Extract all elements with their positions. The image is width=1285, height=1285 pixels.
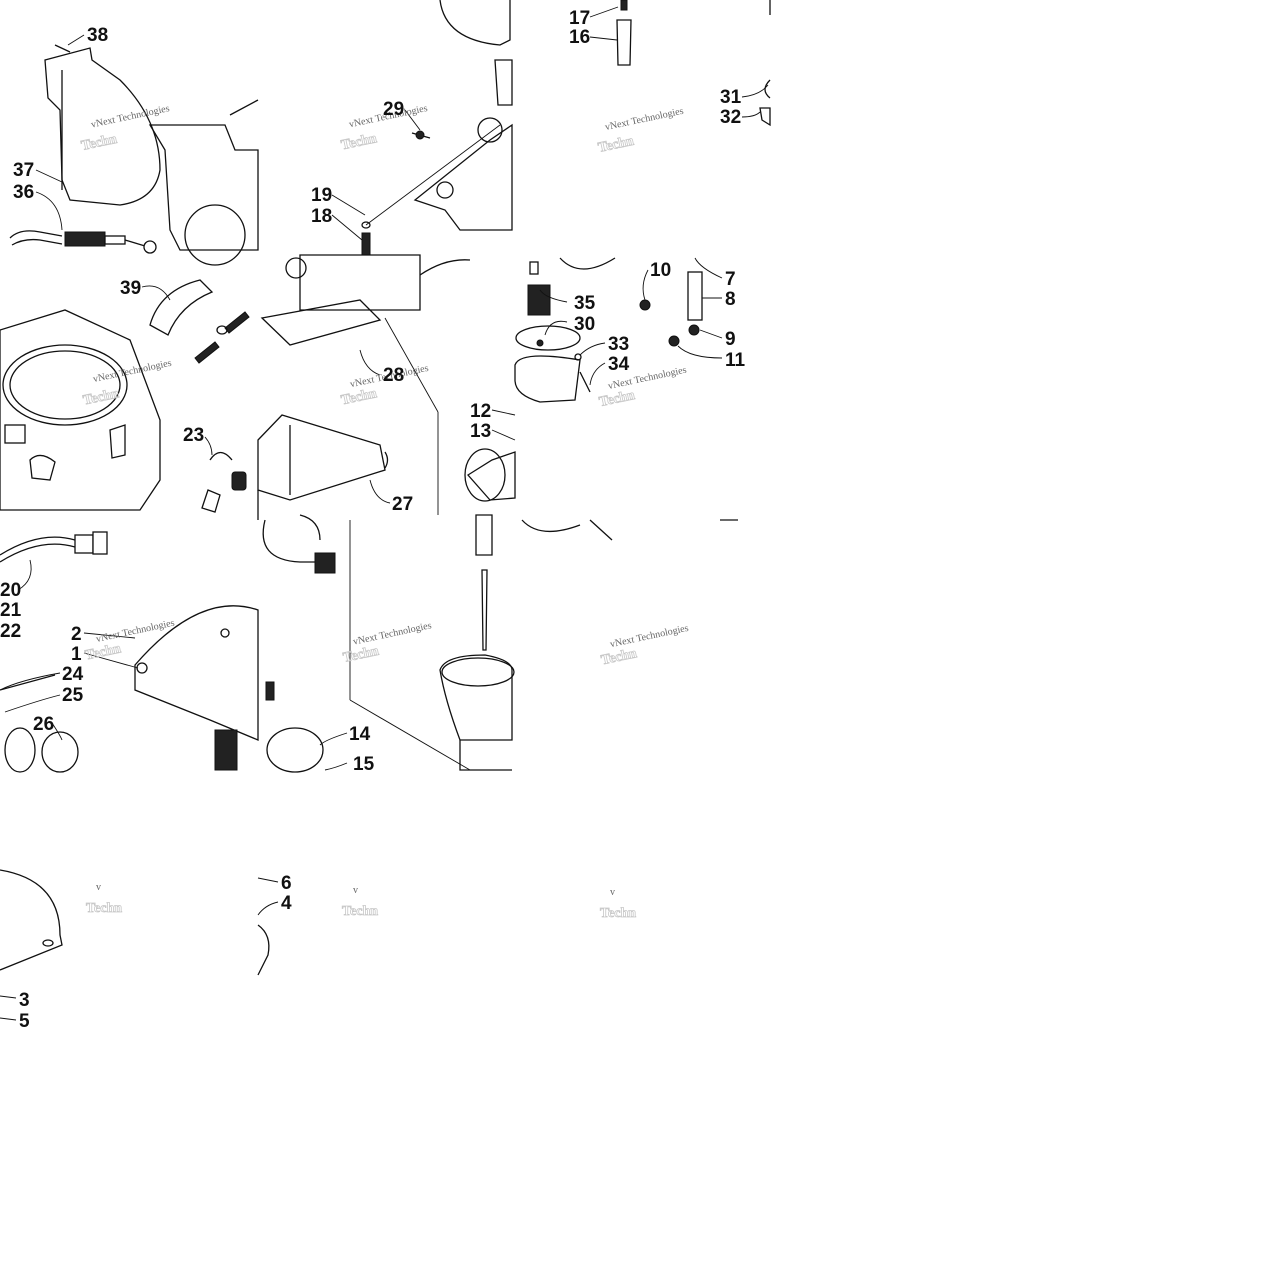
callout-27: 27	[392, 494, 413, 515]
callout-10: 10	[650, 260, 671, 281]
callout-5: 5	[19, 1011, 30, 1032]
wire-harness-part	[262, 514, 336, 574]
callout-19: 19	[311, 185, 332, 206]
throttle-body-part	[0, 309, 161, 511]
watermark-text: vNext Technologies	[609, 623, 690, 650]
callout-21: 21	[0, 600, 22, 621]
assembly-line-5	[349, 699, 471, 771]
watermark-ghost: Techn	[600, 646, 639, 668]
callout-18: 18	[311, 206, 332, 227]
watermark-partial: v	[610, 887, 615, 898]
callout-36: 36	[13, 182, 34, 203]
callout-37: 37	[13, 160, 34, 181]
needle-jet-part	[616, 0, 632, 66]
leader-lines	[0, 6, 769, 1021]
callout-13: 13	[470, 421, 491, 442]
choke-cover-part	[44, 44, 161, 206]
needle-valve-part	[439, 514, 515, 771]
callout-15: 15	[353, 754, 375, 775]
callout-33: 33	[608, 334, 629, 355]
callout-34: 34	[608, 354, 630, 375]
callout-17: 17	[569, 8, 590, 29]
watermark-text: vNext Technologies	[90, 103, 171, 130]
callout-38: 38	[87, 25, 108, 46]
watermark-text: vNext Technologies	[352, 620, 433, 647]
watermark-ghost-partial: Techn	[342, 904, 378, 919]
callout-22: 22	[0, 621, 21, 642]
callout-16: 16	[569, 27, 590, 48]
callout-1: 1	[71, 644, 82, 665]
float-bowl-27-part	[257, 414, 389, 520]
callout-7: 7	[725, 269, 736, 290]
bowl-cover-part	[413, 0, 513, 231]
watermark-text: vNext Technologies	[95, 618, 176, 645]
callout-14: 14	[349, 724, 371, 745]
watermarks: Techn vNext Technologies Techn vNext Tec…	[80, 103, 690, 921]
callout-2: 2	[71, 624, 82, 645]
diaphragm-spring-part	[514, 257, 616, 403]
choke-plunger-12-13	[464, 448, 516, 502]
watermark-ghost: Techn	[340, 131, 379, 153]
part-31-32	[759, 0, 771, 127]
callout-24: 24	[62, 664, 84, 685]
callout-3: 3	[19, 990, 30, 1011]
callout-9: 9	[725, 329, 736, 350]
gasket-28-part	[260, 254, 471, 346]
adjuster-screws-part	[194, 311, 250, 364]
callout-12: 12	[470, 401, 491, 422]
callout-23: 23	[183, 425, 204, 446]
cable-fitting-part	[9, 230, 157, 254]
callout-39: 39	[120, 278, 141, 299]
callout-26: 26	[33, 714, 54, 735]
callout-20: 20	[0, 580, 21, 601]
callout-31: 31	[720, 87, 742, 108]
watermark-ghost: Techn	[342, 644, 381, 666]
watermark-partial: v	[96, 882, 101, 893]
callout-4: 4	[281, 893, 292, 914]
callout-25: 25	[62, 685, 84, 706]
jets-part	[574, 271, 703, 393]
callout-labels: 38 37 36 29 19 18 17 16 31 32 39 35 30 3…	[0, 8, 746, 1032]
callout-32: 32	[720, 107, 741, 128]
clip-23-part	[201, 451, 247, 513]
callout-28: 28	[383, 365, 404, 386]
carburetor-upper-body	[148, 99, 259, 266]
watermark-ghost: Techn	[84, 641, 123, 663]
spring-18-part	[361, 221, 371, 256]
spring-14-part	[214, 681, 324, 773]
watermark-text: vNext Technologies	[604, 106, 685, 133]
callout-29: 29	[383, 99, 404, 120]
oring-4-part	[257, 924, 270, 976]
assembly-line-2	[384, 317, 439, 413]
watermark-ghost-partial: Techn	[600, 906, 636, 921]
watermark-ghost: Techn	[597, 134, 636, 156]
assembly-line	[365, 124, 501, 226]
watermark-ghost: Techn	[340, 386, 379, 408]
callout-6: 6	[281, 873, 292, 894]
callout-11: 11	[725, 350, 746, 371]
tps-sensor-part	[0, 531, 108, 563]
watermark-ghost: Techn	[598, 388, 637, 410]
pin-part	[521, 519, 738, 541]
callout-30: 30	[574, 314, 595, 335]
watermark-ghost-partial: Techn	[86, 901, 122, 916]
watermark-partial: v	[353, 885, 358, 896]
callout-35: 35	[574, 293, 596, 314]
seals-24-26	[0, 674, 79, 773]
intake-hose-part	[149, 279, 214, 336]
float-chamber-lower	[0, 869, 63, 971]
watermark-ghost: Techn	[82, 386, 121, 408]
callout-8: 8	[725, 289, 736, 310]
watermark-ghost: Techn	[80, 132, 119, 154]
screw-29-part	[411, 130, 431, 140]
